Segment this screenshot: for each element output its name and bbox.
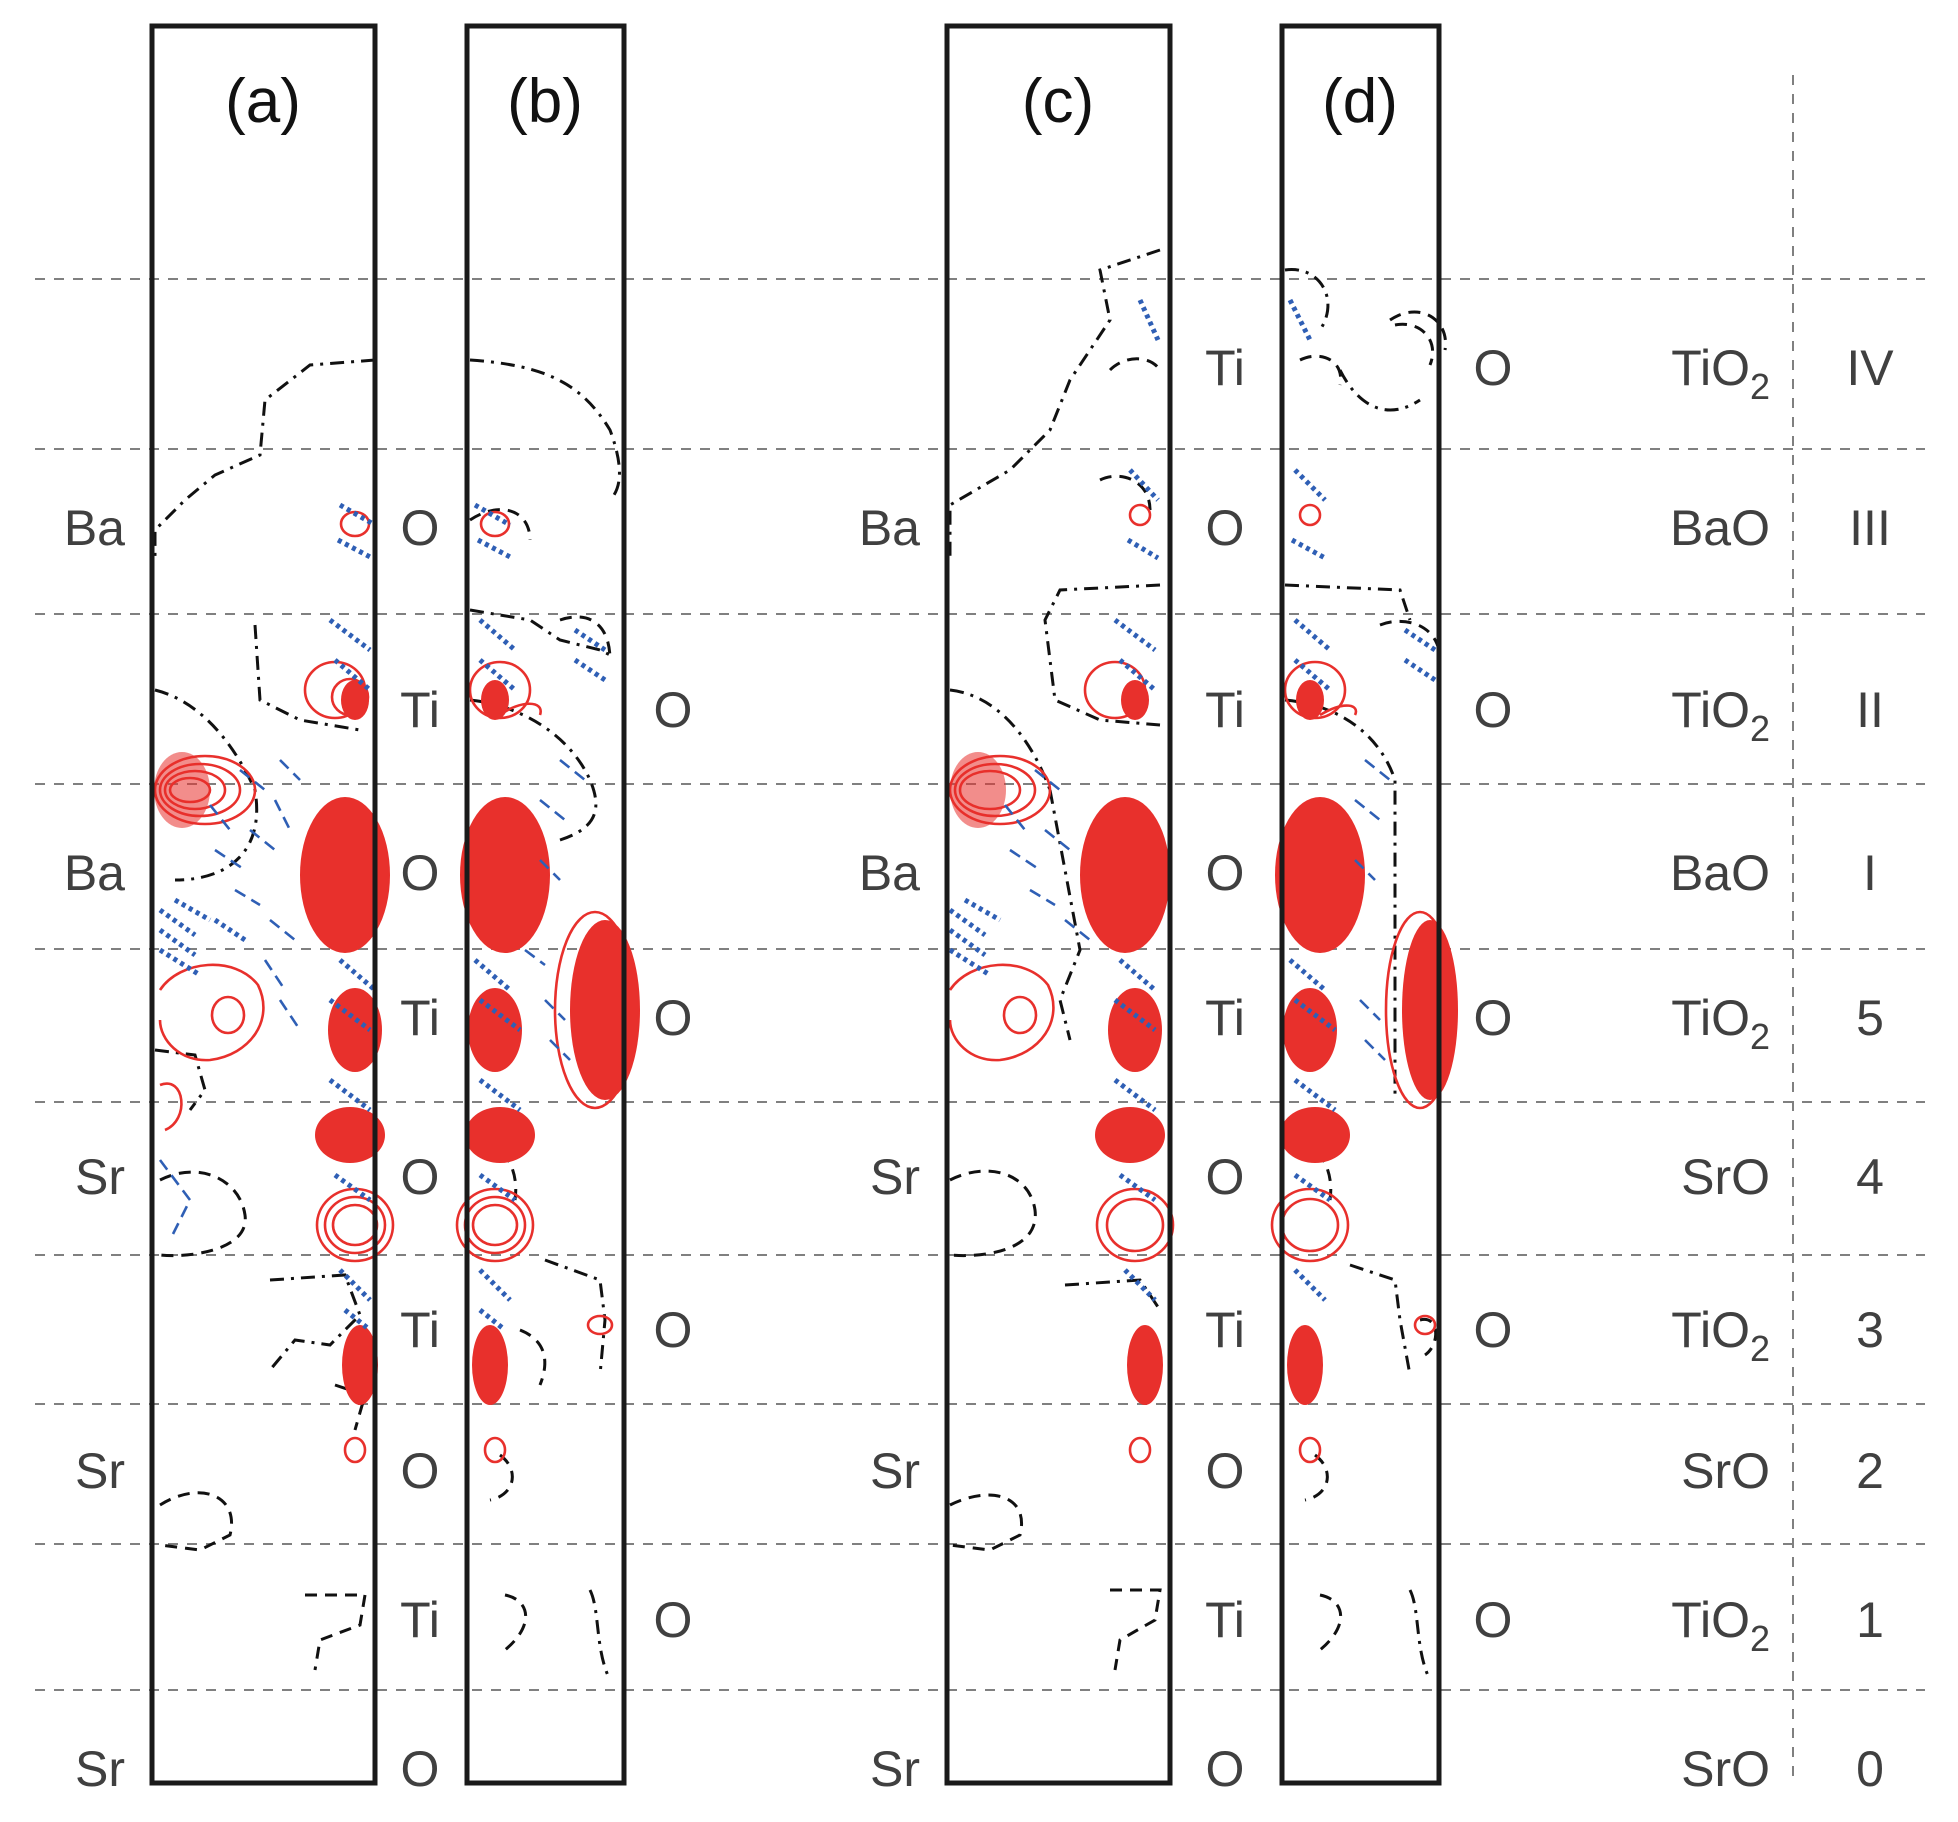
layer-label: SrO [1681, 1443, 1770, 1499]
layer-label: BaO [1670, 500, 1770, 556]
atom-label: O [654, 1592, 693, 1648]
atom-label: Ba [859, 500, 920, 556]
layer-index: II [1856, 682, 1884, 738]
atom-label: Ba [64, 500, 125, 556]
atom-label: Ti [1205, 1302, 1245, 1358]
layer-label: BaO [1670, 845, 1770, 901]
panel-d-label: (d) [1322, 67, 1398, 136]
atom-label: O [401, 1443, 440, 1499]
panel-c-frame [944, 23, 1173, 1786]
atom-label: Sr [75, 1149, 125, 1205]
atom-label: Ti [1205, 1592, 1245, 1648]
atom-label: O [654, 990, 693, 1046]
atom-labels-right-d: O O O O O [1474, 340, 1513, 1648]
layer-indices: IV III II I 5 4 3 2 1 0 [1846, 340, 1894, 1797]
layer-index: I [1863, 845, 1877, 901]
atom-label: O [654, 1302, 693, 1358]
atom-label: O [1206, 1149, 1245, 1205]
atom-labels-left-a: Ba Ba Sr Sr Sr [64, 500, 125, 1797]
atom-label: O [1206, 845, 1245, 901]
atom-label: O [1474, 682, 1513, 738]
atom-labels-left-c: Ba Ba Sr Sr Sr [859, 500, 920, 1797]
atom-label: Ti [400, 990, 440, 1046]
atom-label: Ba [64, 845, 125, 901]
panel-d-frame [1279, 23, 1442, 1786]
panel-c-contours [948, 248, 1175, 1671]
panel-b-frame [464, 23, 627, 1786]
atom-label: O [1474, 990, 1513, 1046]
atom-label: O [401, 1149, 440, 1205]
atom-label: O [401, 1741, 440, 1797]
atom-label: Ti [400, 1302, 440, 1358]
atom-label: O [654, 682, 693, 738]
atom-label: Sr [75, 1741, 125, 1797]
layer-labels: TiO2 BaO TiO2 BaO TiO2 SrO TiO2 SrO TiO2… [1670, 340, 1770, 1797]
atom-labels-between-ab: O Ti O Ti O Ti O Ti O [400, 500, 440, 1797]
layer-index: 1 [1856, 1592, 1884, 1648]
atom-label: Sr [870, 1741, 920, 1797]
layer-index: III [1849, 500, 1891, 556]
atom-labels-between-cd: Ti O Ti O Ti O Ti O Ti O [1205, 340, 1245, 1797]
layer-label: TiO2 [1671, 1302, 1770, 1369]
atom-label: Sr [870, 1149, 920, 1205]
layer-index: 5 [1856, 990, 1884, 1046]
panel-b-contours [455, 358, 640, 1681]
layer-label: TiO2 [1671, 1592, 1770, 1659]
atom-label: O [1474, 340, 1513, 396]
layer-label: TiO2 [1671, 990, 1770, 1057]
atom-label: O [401, 500, 440, 556]
atom-label: Ti [400, 1592, 440, 1648]
panel-d-contours [1270, 268, 1458, 1681]
layer-index: 4 [1856, 1149, 1884, 1205]
layer-label: TiO2 [1671, 340, 1770, 407]
atom-label: O [1206, 1741, 1245, 1797]
atom-label: Ti [400, 682, 440, 738]
atom-label: Ba [859, 845, 920, 901]
panel-a-label: (a) [225, 67, 301, 136]
layer-label: SrO [1681, 1741, 1770, 1797]
atom-label: Sr [870, 1443, 920, 1499]
atom-label: Sr [75, 1443, 125, 1499]
panel-b-label: (b) [507, 67, 583, 136]
atom-labels-right-b: O O O O [654, 682, 693, 1648]
panel-a-contours [153, 358, 395, 1671]
layer-label: SrO [1681, 1149, 1770, 1205]
atom-label: O [1474, 1302, 1513, 1358]
atom-label: O [1206, 500, 1245, 556]
atom-label: O [1206, 1443, 1245, 1499]
atom-label: Ti [1205, 990, 1245, 1046]
layer-label: TiO2 [1671, 682, 1770, 749]
atom-label: Ti [1205, 340, 1245, 396]
layer-index: IV [1846, 340, 1894, 396]
panel-c-label: (c) [1022, 67, 1094, 136]
layer-index: 0 [1856, 1741, 1884, 1797]
atom-label: O [1474, 1592, 1513, 1648]
layer-index: 2 [1856, 1443, 1884, 1499]
atom-label: O [401, 845, 440, 901]
layer-index: 3 [1856, 1302, 1884, 1358]
panel-a-frame [149, 23, 378, 1786]
atom-label: Ti [1205, 682, 1245, 738]
